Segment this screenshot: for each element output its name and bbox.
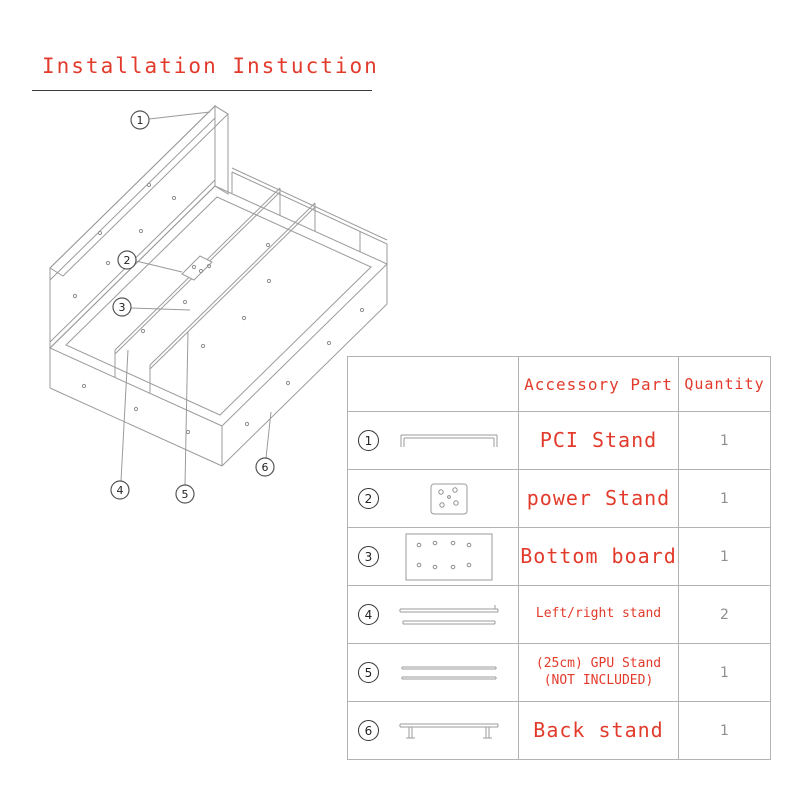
item-number-5: 5 [358, 662, 379, 683]
svg-text:6: 6 [262, 461, 269, 474]
part-name-left-right-stand: Left/right stand [519, 586, 679, 644]
header-icon-cell [348, 357, 519, 412]
svg-text:4: 4 [117, 484, 124, 497]
gpu-rails [114, 187, 316, 393]
svg-text:5: 5 [182, 488, 189, 501]
table-row-2-icon-cell: 2 [348, 470, 519, 528]
base-top-face [49, 185, 388, 427]
back-stand-icon [399, 723, 498, 738]
header-quantity: Quantity [679, 357, 771, 412]
item-number-4: 4 [358, 604, 379, 625]
callout-2: 2 [117, 250, 137, 270]
table-row-5-icon-cell: 5 [348, 644, 519, 702]
bottom-board-icon [405, 533, 492, 580]
callout-6: 6 [255, 457, 275, 477]
pci-stand-icon [400, 434, 497, 447]
gpu-stand-icon [401, 666, 496, 679]
table-row-3-icon-cell: 3 [348, 528, 519, 586]
item-number-6: 6 [358, 720, 379, 741]
quantity-pci-stand: 1 [679, 412, 771, 470]
callout-leaders [120, 111, 272, 486]
part-name-pci-stand: PCI Stand [519, 412, 679, 470]
svg-text:3: 3 [119, 301, 126, 314]
quantity-back-stand: 1 [679, 702, 771, 760]
callout-5: 5 [175, 484, 195, 504]
parts-table: Accessory Part Quantity 1 PCI Stand 1 2 … [347, 356, 771, 760]
frame-wireframe [49, 104, 388, 467]
power-stand-plate [181, 255, 213, 281]
quantity-gpu-stand: 1 [679, 644, 771, 702]
svg-text:1: 1 [137, 114, 144, 127]
bottom-board-edge [65, 196, 372, 416]
item-number-3: 3 [358, 546, 379, 567]
table-row-4-icon-cell: 4 [348, 586, 519, 644]
item-number-1: 1 [358, 430, 379, 451]
table-row-1-icon-cell: 1 [348, 412, 519, 470]
header-accessory-part: Accessory Part [519, 357, 679, 412]
quantity-power-stand: 1 [679, 470, 771, 528]
part-name-gpu-stand: (25cm) GPU Stand (NOT INCLUDED) [519, 644, 679, 702]
part-name-bottom-board: Bottom board [519, 528, 679, 586]
base-bottom-front-edge [221, 303, 388, 467]
power-stand-icon [430, 483, 467, 514]
part-name-back-stand: Back stand [519, 702, 679, 760]
item-number-2: 2 [358, 488, 379, 509]
title-underline [32, 90, 372, 91]
svg-text:2: 2 [124, 254, 131, 267]
callout-4: 4 [110, 480, 130, 500]
pci-rail-line [49, 117, 216, 281]
callout-1: 1 [130, 110, 150, 130]
table-row-6-icon-cell: 6 [348, 702, 519, 760]
assembly-diagram: 1 2 3 4 5 6 [49, 104, 388, 504]
callout-3: 3 [112, 297, 132, 317]
page-title: Installation Instuction [42, 54, 379, 78]
quantity-bottom-board: 1 [679, 528, 771, 586]
screw-holes [72, 182, 365, 435]
left-right-stand-icon [399, 604, 498, 624]
part-name-power-stand: power Stand [519, 470, 679, 528]
quantity-left-right-stand: 2 [679, 586, 771, 644]
base-bottom-left-edge [49, 387, 223, 467]
back-panel-end-face [214, 105, 229, 195]
